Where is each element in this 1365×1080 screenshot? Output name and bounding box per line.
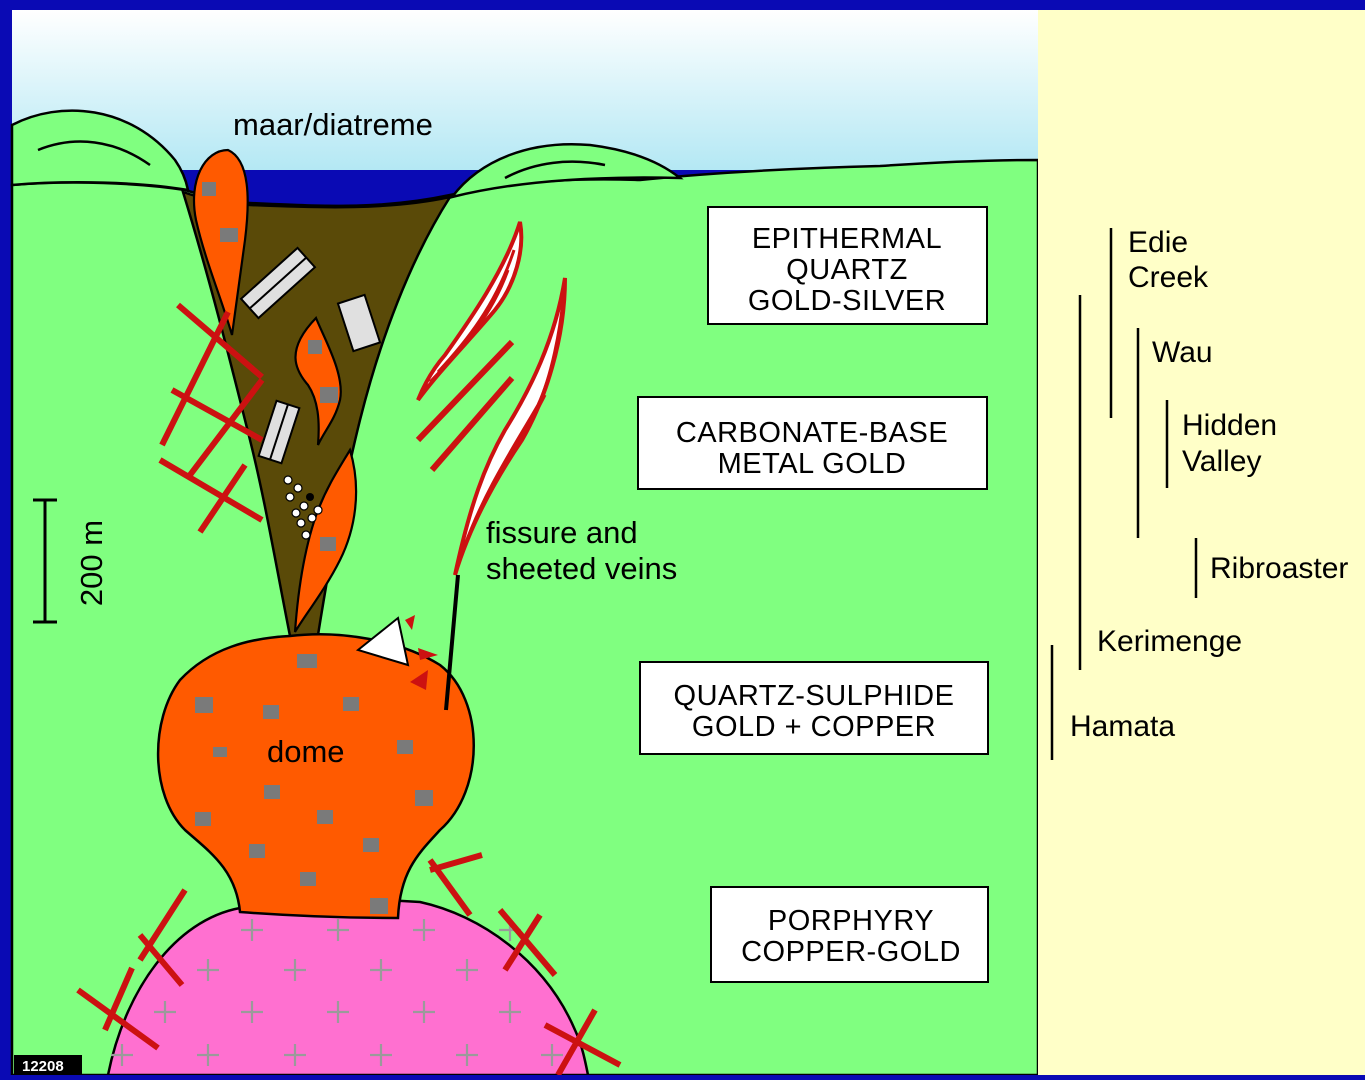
deposit-panel <box>1038 10 1365 1075</box>
zone-label: PORPHYRY <box>768 905 934 937</box>
deposit-label: Ribroaster <box>1210 552 1348 585</box>
zone-label: COPPER-GOLD <box>741 936 961 968</box>
sky <box>12 10 1038 170</box>
clast <box>249 844 265 858</box>
deposit-label: Wau <box>1152 336 1213 369</box>
deposit-label: Hidden <box>1182 409 1277 442</box>
zone-label: QUARTZ-SULPHIDE <box>674 680 955 712</box>
deposit-label: Edie <box>1128 226 1188 259</box>
clast <box>195 697 213 713</box>
zone-label: EPITHERMAL <box>752 223 942 255</box>
clast <box>264 785 280 799</box>
fissure-label-line2: sheeted veins <box>486 551 677 586</box>
deposit-label: Kerimenge <box>1097 625 1242 658</box>
zone-label: GOLD-SILVER <box>748 285 946 317</box>
clast <box>213 747 227 757</box>
maar-label: maar/diatreme <box>233 107 433 142</box>
figure-id: 12208 <box>22 1058 64 1075</box>
clast <box>263 705 279 719</box>
clast <box>415 790 433 806</box>
zone-label: QUARTZ <box>786 254 908 286</box>
clast <box>397 740 413 754</box>
fissure-label-line1: fissure and <box>486 515 638 550</box>
clast <box>202 182 216 196</box>
clast <box>300 872 316 886</box>
scale-label: 200 m <box>74 520 109 606</box>
zone-label: CARBONATE-BASE <box>676 417 948 449</box>
breccia-dot-black <box>306 493 314 501</box>
clast <box>320 387 338 403</box>
clast <box>317 810 333 824</box>
clast <box>297 654 317 668</box>
zone-label: GOLD + COPPER <box>692 711 936 743</box>
clast <box>308 340 322 354</box>
deposit-label: Hamata <box>1070 710 1175 743</box>
zone-label: METAL GOLD <box>718 448 907 480</box>
clast <box>220 228 238 242</box>
deposit-label: Valley <box>1182 445 1261 478</box>
clast <box>320 537 336 551</box>
clast <box>343 697 359 711</box>
clast <box>195 812 211 826</box>
clast <box>363 838 379 852</box>
deposit-label: Creek <box>1128 261 1209 294</box>
dome-label: dome <box>267 734 345 769</box>
clast <box>370 898 388 914</box>
